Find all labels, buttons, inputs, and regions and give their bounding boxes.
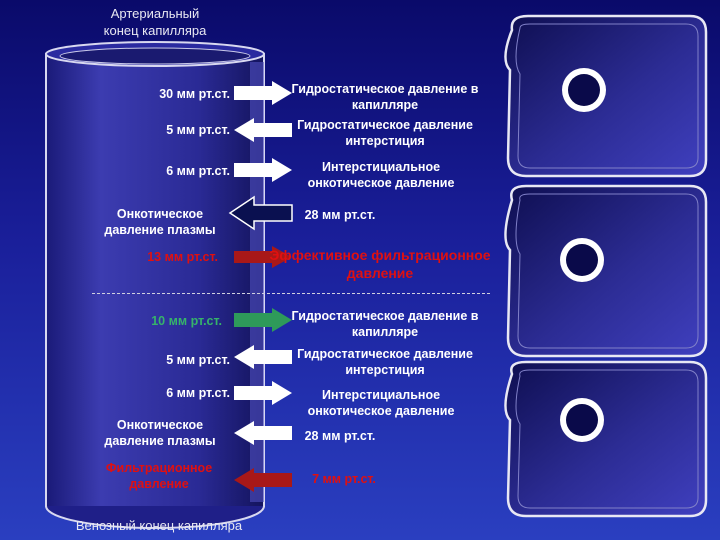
art-onc-plasma-value: 28 мм рт.ст. (304, 208, 376, 222)
tissue-cell-3 (504, 360, 708, 518)
art-onc-int-label: Интерстициальное онкотическое давление (307, 160, 455, 190)
ven-hydro-cap-value: 10 мм рт.ст. (151, 314, 222, 328)
ven-hydro-int-label: Гидростатическое давление интерстиция (297, 347, 473, 377)
arrow-art-effective (234, 246, 292, 268)
ven-onc-int-label: Интерстициальное онкотическое давление (307, 388, 455, 418)
ven-onc-plasma-value: 28 мм рт.ст. (304, 429, 376, 443)
arrow-ven-onc-plasma (234, 421, 292, 445)
tissue-cell-2 (504, 184, 708, 358)
ven-filtration-value: 7 мм рт.ст. (312, 472, 376, 486)
arrow-art-onc-plasma (228, 195, 293, 231)
arrow-art-hydro-int (234, 118, 292, 142)
arrow-ven-hydro-cap (234, 308, 292, 332)
arrow-art-onc-int (234, 158, 292, 182)
capillary-cylinder (45, 41, 265, 529)
ven-hydro-cap-label: Гидростатическое давление в капилляре (291, 309, 479, 339)
ven-filtration-label: Фильтрационное давление (105, 461, 213, 491)
venous-end-caption: Венозный конец капилляра (75, 518, 243, 533)
tissue-cell-1 (504, 14, 708, 178)
art-onc-int-value: 6 мм рт.ст. (166, 164, 230, 178)
art-onc-plasma-label: Онкотическое давление плазмы (104, 207, 216, 237)
arrow-ven-onc-int (234, 381, 292, 405)
art-hydro-cap-label: Гидростатическое давление в капилляре (291, 82, 479, 112)
arterial-end-caption: Артериальный конец капилляра (103, 6, 207, 38)
ven-onc-plasma-label: Онкотическое давление плазмы (104, 418, 216, 448)
arterial-venous-divider (92, 293, 490, 294)
ven-onc-int-value: 6 мм рт.ст. (166, 386, 230, 400)
art-effective-value: 13 мм рт.ст. (147, 250, 218, 264)
arrow-ven-filtration (234, 468, 292, 492)
arrow-art-hydro-cap (234, 81, 292, 105)
art-hydro-int-label: Гидростатическое давление интерстиция (297, 118, 473, 148)
art-hydro-int-value: 5 мм рт.ст. (166, 123, 230, 137)
art-effective-label: Эффективное фильтрационное давление (269, 247, 491, 281)
art-hydro-cap-value: 30 мм рт.ст. (159, 87, 230, 101)
ven-hydro-int-value: 5 мм рт.ст. (166, 353, 230, 367)
arrow-ven-hydro-int (234, 345, 292, 369)
